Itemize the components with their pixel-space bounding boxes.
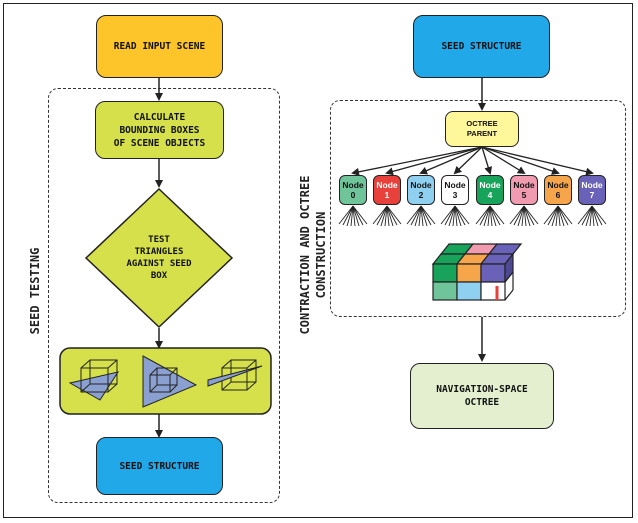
octree-node-index: 6 (555, 190, 561, 200)
octree-node-index: 4 (487, 190, 493, 200)
octree-node-label: Node (513, 180, 535, 190)
navigation-space-octree-box: NAVIGATION-SPACE OCTREE (410, 363, 554, 429)
parent-to-node-arrows (351, 146, 594, 176)
right-seed-structure-box: SEED STRUCTURE (413, 15, 550, 78)
test-triangles-diamond (84, 187, 234, 329)
read-input-scene-box: READ INPUT SCENE (96, 15, 223, 78)
octree-node-label: Node (444, 180, 466, 190)
octree-node-index: 1 (384, 190, 390, 200)
octree-region (330, 100, 626, 317)
triangle-cube-illustration-1 (68, 359, 120, 401)
octree-node-label: Node (581, 180, 603, 190)
octree-node-index: 0 (350, 190, 356, 200)
octree-node-label: Node (376, 180, 398, 190)
octree-cube-illustration (431, 243, 523, 301)
octree-node-index: 2 (418, 190, 424, 200)
octree-parent-box: OCTREE PARENT (445, 111, 519, 147)
octree-node-label: Node (342, 180, 364, 190)
octree-node-index: 7 (589, 190, 595, 200)
octree-node-index: 5 (521, 190, 527, 200)
octree-node-label: Node (410, 180, 432, 190)
test-triangles-label: TEST TRIANGLES AGAINST SEED BOX (126, 235, 192, 281)
octree-node-label: Node (547, 180, 569, 190)
triangle-cube-illustration-2 (142, 355, 198, 408)
left-seed-structure-box: SEED STRUCTURE (96, 437, 223, 495)
node-children-fans (338, 205, 607, 227)
triangle-cube-illustration-3 (207, 359, 263, 391)
figure-frame (3, 3, 633, 518)
seed-testing-region (48, 88, 280, 503)
octree-node-index: 3 (452, 190, 458, 200)
calculate-bounding-boxes-box: CALCULATE BOUNDING BOXES OF SCENE OBJECT… (95, 101, 224, 159)
octree-node-label: Node (479, 180, 501, 190)
